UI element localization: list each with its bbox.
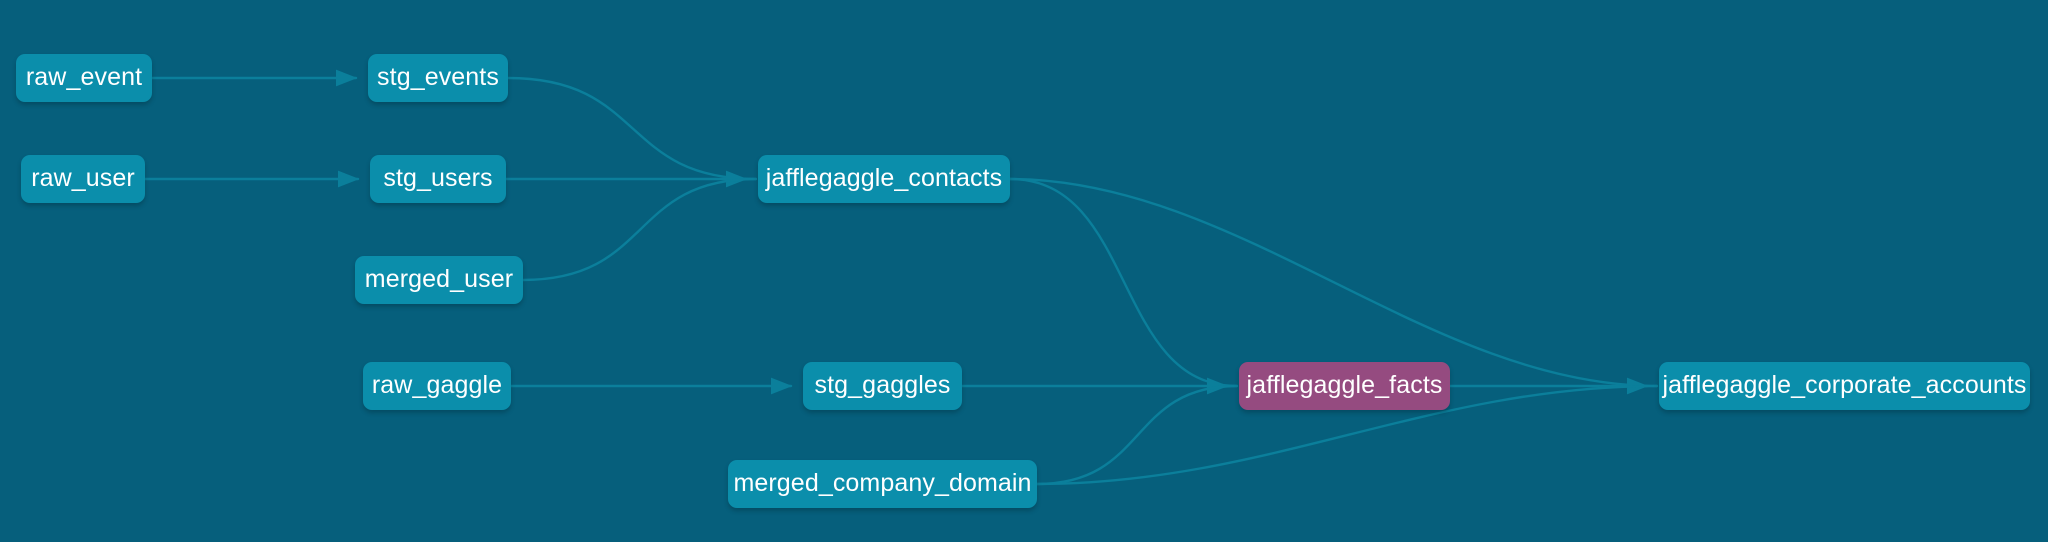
- dag-edge-jafflegaggle_contacts--to--jafflegaggle_facts: [1008, 177, 1239, 388]
- dag-node-merged_user[interactable]: merged_user: [355, 256, 523, 304]
- dag-node-label: merged_company_domain: [733, 468, 1032, 497]
- dag-edge-merged_user--to--jafflegaggle_contacts: [521, 177, 758, 282]
- dag-node-raw_gaggle[interactable]: raw_gaggle: [363, 362, 511, 410]
- dag-edge-stg_events--to--jafflegaggle_contacts: [506, 76, 758, 181]
- dag-node-stg_gaggles[interactable]: stg_gaggles: [803, 362, 962, 410]
- dag-node-label: jafflegaggle_corporate_accounts: [1662, 370, 2027, 399]
- dag-node-stg_events[interactable]: stg_events: [368, 54, 508, 102]
- dag-node-label: jafflegaggle_facts: [1246, 370, 1443, 399]
- dag-node-jafflegaggle_contacts[interactable]: jafflegaggle_contacts: [758, 155, 1010, 203]
- dag-node-label: merged_user: [364, 264, 514, 293]
- dag-node-raw_event[interactable]: raw_event: [16, 54, 152, 102]
- dag-node-jafflegaggle_corporate_accounts[interactable]: jafflegaggle_corporate_accounts: [1659, 362, 2030, 410]
- dag-node-stg_users[interactable]: stg_users: [370, 155, 506, 203]
- dag-node-label: raw_user: [31, 163, 135, 192]
- dag-edge-jafflegaggle_contacts--to--jafflegaggle_corporate_accounts: [1008, 177, 1659, 388]
- dag-node-label: stg_users: [383, 163, 493, 192]
- dag-node-label: jafflegaggle_contacts: [765, 163, 1003, 192]
- dag-node-label: raw_event: [25, 62, 143, 91]
- dag-node-label: stg_events: [377, 62, 499, 91]
- dag-node-label: raw_gaggle: [371, 370, 503, 399]
- dag-node-label: stg_gaggles: [814, 370, 951, 399]
- dag-edge-merged_company_domain--to--jafflegaggle_facts: [1035, 384, 1239, 486]
- dag-node-raw_user[interactable]: raw_user: [21, 155, 145, 203]
- dag-node-merged_company_domain[interactable]: merged_company_domain: [728, 460, 1037, 508]
- dag-node-jafflegaggle_facts[interactable]: jafflegaggle_facts: [1239, 362, 1450, 410]
